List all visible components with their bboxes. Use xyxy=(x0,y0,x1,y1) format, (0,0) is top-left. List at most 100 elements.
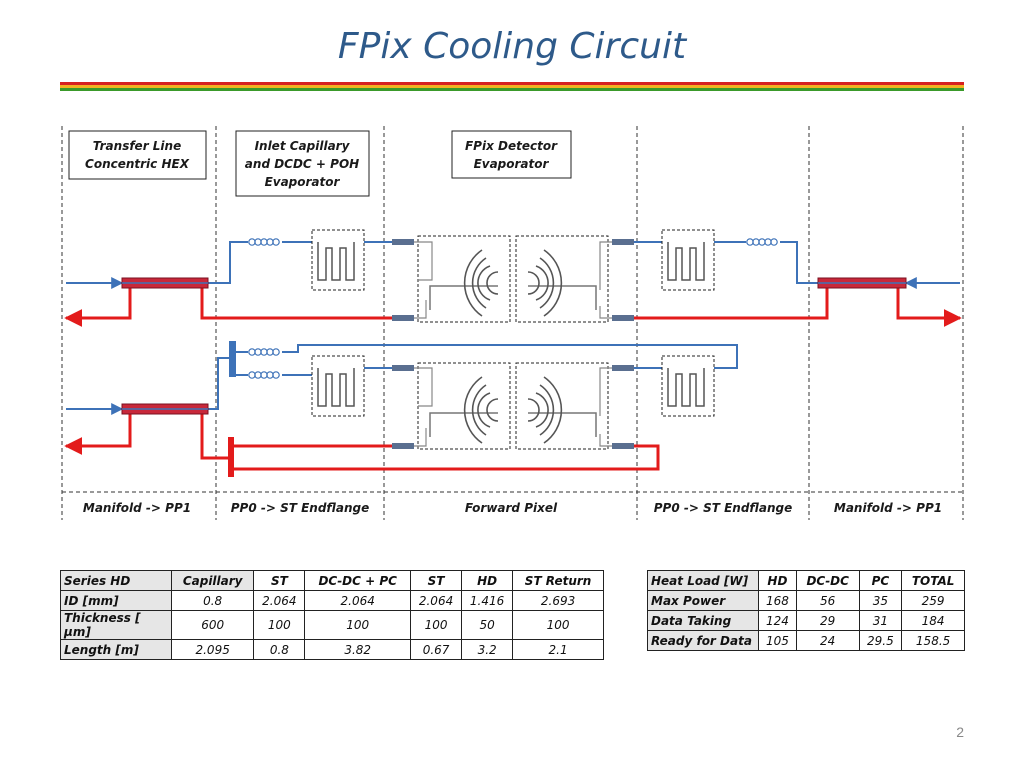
table-cell: 100 xyxy=(410,610,463,640)
table-header: Heat Load [W] xyxy=(647,570,759,591)
table-header: ST xyxy=(253,570,306,591)
table-header: PC xyxy=(858,570,903,591)
table-header: Capillary xyxy=(170,570,255,591)
table-cell: 100 xyxy=(512,610,604,640)
table-header: TOTAL xyxy=(901,570,965,591)
table-header: DC-DC xyxy=(795,570,860,591)
upper-supply-line xyxy=(66,241,960,289)
label-box-transfer-line: Transfer Line Concentric HEX xyxy=(68,130,207,180)
section-label: Manifold -> PP1 xyxy=(83,501,191,515)
table-cell: 100 xyxy=(253,610,306,640)
lower-supply-line xyxy=(66,344,738,415)
box-line: Evaporator xyxy=(474,157,550,171)
dcdc-evaporator-lower-right xyxy=(661,355,715,417)
section-label: Manifold -> PP1 xyxy=(834,501,942,515)
title-underline-green xyxy=(60,88,964,91)
capillary-coil-upper-left xyxy=(248,238,280,246)
table-cell: 3.2 xyxy=(461,639,514,660)
title-underline-orange xyxy=(60,85,964,88)
hex-upper-right xyxy=(817,277,907,289)
table-header: HD xyxy=(461,570,514,591)
row-label: Thickness [ µm] xyxy=(60,610,172,640)
box-line: Concentric HEX xyxy=(85,157,190,171)
box-line: FPix Detector xyxy=(465,139,558,153)
table-row: Max Power 168 56 35 259 xyxy=(647,590,965,611)
page-number: 2 xyxy=(956,724,964,740)
table-cell: 2.095 xyxy=(170,639,255,660)
row-label: ID [mm] xyxy=(60,590,172,611)
table-header: Series HD xyxy=(60,570,172,591)
section-dividers xyxy=(61,126,964,520)
section-label: Forward Pixel xyxy=(465,501,558,515)
label-box-fpix-evaporator: FPix Detector Evaporator xyxy=(451,130,572,179)
table-header: DC-DC + PC xyxy=(304,570,412,591)
row-label: Length [m] xyxy=(60,639,172,660)
row-label: Ready for Data xyxy=(647,630,759,651)
table-header: ST Return xyxy=(512,570,604,591)
heat-load-table: Heat Load [W] HD DC-DC PC TOTAL Max Powe… xyxy=(647,570,965,651)
detector-connectors-lower xyxy=(392,365,634,449)
detector-connectors-upper xyxy=(392,239,634,321)
table-header: ST xyxy=(410,570,463,591)
table-cell: 35 xyxy=(858,590,903,611)
table-cell: 100 xyxy=(304,610,412,640)
table-cell: 3.82 xyxy=(304,639,412,660)
table-cell: 124 xyxy=(758,610,797,631)
upper-return-line xyxy=(64,283,962,327)
row-label: Data Taking xyxy=(647,610,759,631)
table-cell: 50 xyxy=(461,610,514,640)
table-cell: 31 xyxy=(858,610,903,631)
supply-manifold-lower xyxy=(229,341,236,377)
table-header: HD xyxy=(758,570,797,591)
hex-lower-left xyxy=(121,403,209,415)
return-manifold-lower xyxy=(228,437,234,477)
capillary-coil-upper-right xyxy=(746,238,778,246)
table-cell: 24 xyxy=(795,630,860,651)
table-cell: 2.064 xyxy=(410,590,463,611)
fpix-detector-lower-right xyxy=(515,362,609,450)
table-row: Thickness [ µm] 600 100 100 100 50 100 xyxy=(60,610,604,640)
table-cell: 0.67 xyxy=(410,639,463,660)
table-cell: 29 xyxy=(795,610,860,631)
table-cell: 168 xyxy=(758,590,797,611)
table-cell: 105 xyxy=(758,630,797,651)
dcdc-evaporator-upper-left xyxy=(311,229,365,291)
box-line: and DCDC + POH xyxy=(245,157,359,171)
table-row: Data Taking 124 29 31 184 xyxy=(647,610,965,631)
dcdc-evaporator-lower-left xyxy=(311,355,365,417)
label-box-inlet-capillary: Inlet Capillary and DCDC + POH Evaporato… xyxy=(235,130,370,197)
title-underline-red xyxy=(60,82,964,85)
capillary-coil-lower-1 xyxy=(248,348,280,356)
table-cell: 2.1 xyxy=(512,639,604,660)
section-label: PP0 -> ST Endflange xyxy=(654,501,792,515)
row-label: Max Power xyxy=(647,590,759,611)
lower-return-line xyxy=(64,409,660,471)
table-cell: 56 xyxy=(795,590,860,611)
hex-upper-left xyxy=(121,277,209,289)
box-line: Transfer Line xyxy=(93,139,181,153)
table-cell: 2.064 xyxy=(304,590,412,611)
box-line: Evaporator xyxy=(265,175,341,189)
table-cell: 29.5 xyxy=(858,630,903,651)
table-header-row: Series HD Capillary ST DC-DC + PC ST HD … xyxy=(60,570,604,591)
table-header-row: Heat Load [W] HD DC-DC PC TOTAL xyxy=(647,570,965,591)
section-label: PP0 -> ST Endflange xyxy=(231,501,369,515)
table-row: Ready for Data 105 24 29.5 158.5 xyxy=(647,630,965,651)
table-row: Length [m] 2.095 0.8 3.82 0.67 3.2 2.1 xyxy=(60,639,604,660)
table-cell: 184 xyxy=(901,610,965,631)
table-cell: 0.8 xyxy=(170,590,255,611)
series-hd-table: Series HD Capillary ST DC-DC + PC ST HD … xyxy=(60,570,604,660)
table-cell: 1.416 xyxy=(461,590,514,611)
capillary-coil-lower-2 xyxy=(248,371,280,379)
table-cell: 0.8 xyxy=(253,639,306,660)
box-line: Inlet Capillary xyxy=(255,139,351,153)
table-cell: 600 xyxy=(170,610,255,640)
dcdc-evaporator-upper-right xyxy=(661,229,715,291)
table-cell: 259 xyxy=(901,590,965,611)
fpix-detector-upper-right xyxy=(515,235,609,323)
page-title: FPix Cooling Circuit xyxy=(337,26,687,67)
table-cell: 2.064 xyxy=(253,590,306,611)
table-row: ID [mm] 0.8 2.064 2.064 2.064 1.416 2.69… xyxy=(60,590,604,611)
table-cell: 2.693 xyxy=(512,590,604,611)
